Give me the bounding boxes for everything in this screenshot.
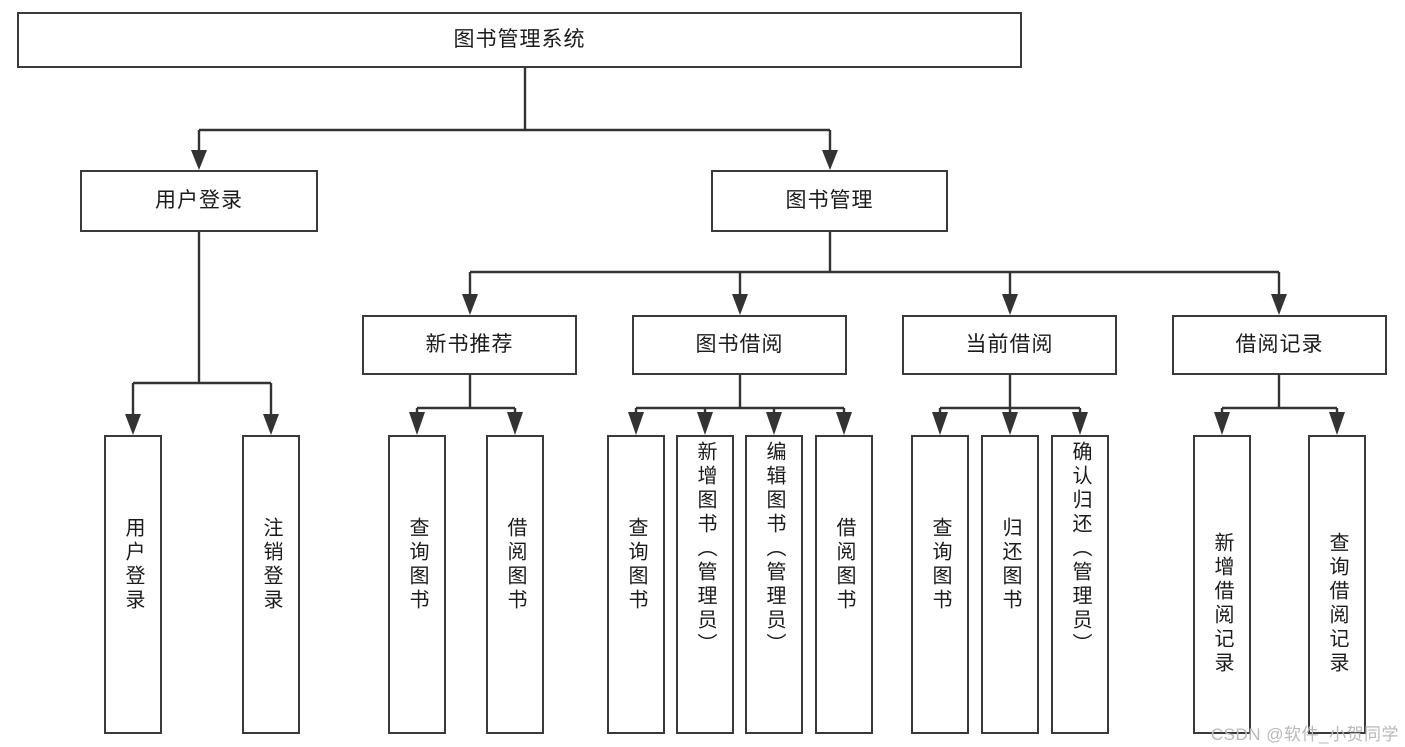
node-user-login[interactable]: 用户登录 [80, 170, 318, 232]
node-leaf-query-book-2[interactable]: 查询图书 [607, 435, 665, 734]
node-leaf-edit-book-label: 编辑图书（管理员） [763, 441, 785, 657]
node-leaf-confirm-return-label: 确认归还（管理员） [1069, 441, 1091, 657]
node-leaf-user-logout-label: 注销登录 [260, 517, 282, 613]
node-root-label: 图书管理系统 [453, 27, 586, 51]
node-leaf-add-book-label: 新增图书（管理员） [694, 441, 716, 657]
node-leaf-user-logout[interactable]: 注销登录 [242, 435, 300, 734]
node-book-manage-label: 图书管理 [785, 188, 874, 212]
arrowhead-leaf-return-book [1002, 412, 1018, 435]
arrowhead-leaf-confirm-return [1072, 412, 1088, 435]
arrowhead-userlogin [191, 150, 207, 170]
node-leaf-query-book-1[interactable]: 查询图书 [388, 435, 446, 734]
node-user-login-label: 用户登录 [155, 188, 243, 212]
node-leaf-query-book-3-label: 查询图书 [929, 517, 951, 613]
node-leaf-add-record-label: 新增借阅记录 [1211, 532, 1233, 676]
node-leaf-user-login[interactable]: 用户登录 [104, 435, 162, 734]
node-new-book-recommend[interactable]: 新书推荐 [362, 315, 577, 375]
node-current-borrow[interactable]: 当前借阅 [902, 315, 1117, 375]
node-leaf-borrow-book-2[interactable]: 借阅图书 [815, 435, 873, 734]
arrowhead-leaf-query-book-1 [409, 412, 425, 435]
node-leaf-return-book-label: 归还图书 [999, 517, 1021, 613]
node-leaf-query-book-1-label: 查询图书 [406, 517, 428, 613]
node-current-borrow-label: 当前借阅 [965, 332, 1054, 356]
arrowhead-borrow-record [1271, 294, 1287, 315]
arrowhead-leaf-add-record [1214, 412, 1230, 435]
arrowhead-new-book-recommend [462, 294, 478, 315]
node-book-borrow[interactable]: 图书借阅 [632, 315, 847, 375]
arrowhead-leaf-user-login [125, 414, 141, 435]
arrowhead-book-borrow [732, 294, 748, 315]
arrowhead-leaf-query-record [1329, 412, 1345, 435]
csdn-watermark: CSDN @软件_小贺同学 [1210, 725, 1399, 744]
node-leaf-add-book[interactable]: 新增图书（管理员） [676, 435, 734, 734]
arrowhead-leaf-user-logout [263, 414, 279, 435]
node-leaf-query-record-label: 查询借阅记录 [1326, 532, 1348, 676]
node-book-manage[interactable]: 图书管理 [711, 170, 948, 232]
arrowhead-leaf-edit-book [766, 412, 782, 435]
node-leaf-user-login-label: 用户登录 [122, 517, 144, 613]
node-borrow-record[interactable]: 借阅记录 [1172, 315, 1387, 375]
node-borrow-record-label: 借阅记录 [1235, 332, 1324, 356]
node-leaf-query-book-3[interactable]: 查询图书 [911, 435, 969, 734]
node-leaf-return-book[interactable]: 归还图书 [981, 435, 1039, 734]
arrowhead-leaf-add-book [697, 412, 713, 435]
node-leaf-query-record[interactable]: 查询借阅记录 [1308, 435, 1366, 734]
arrowhead-leaf-query-book-3 [932, 412, 948, 435]
arrowhead-current-borrow [1002, 294, 1018, 315]
arrowhead-bookmanage [822, 150, 838, 170]
node-new-book-recommend-label: 新书推荐 [425, 332, 514, 356]
arrowhead-leaf-query-book-2 [628, 412, 644, 435]
node-leaf-confirm-return[interactable]: 确认归还（管理员） [1051, 435, 1109, 734]
arrowhead-leaf-borrow-book-1 [507, 412, 523, 435]
node-leaf-query-book-2-label: 查询图书 [625, 517, 647, 613]
arrowhead-leaf-borrow-book-2 [836, 412, 852, 435]
node-root[interactable]: 图书管理系统 [17, 12, 1022, 68]
node-leaf-add-record[interactable]: 新增借阅记录 [1193, 435, 1251, 734]
node-book-borrow-label: 图书借阅 [695, 332, 784, 356]
node-leaf-borrow-book-2-label: 借阅图书 [833, 517, 855, 613]
node-leaf-borrow-book-1[interactable]: 借阅图书 [486, 435, 544, 734]
node-leaf-borrow-book-1-label: 借阅图书 [504, 517, 526, 613]
node-leaf-edit-book[interactable]: 编辑图书（管理员） [745, 435, 803, 734]
